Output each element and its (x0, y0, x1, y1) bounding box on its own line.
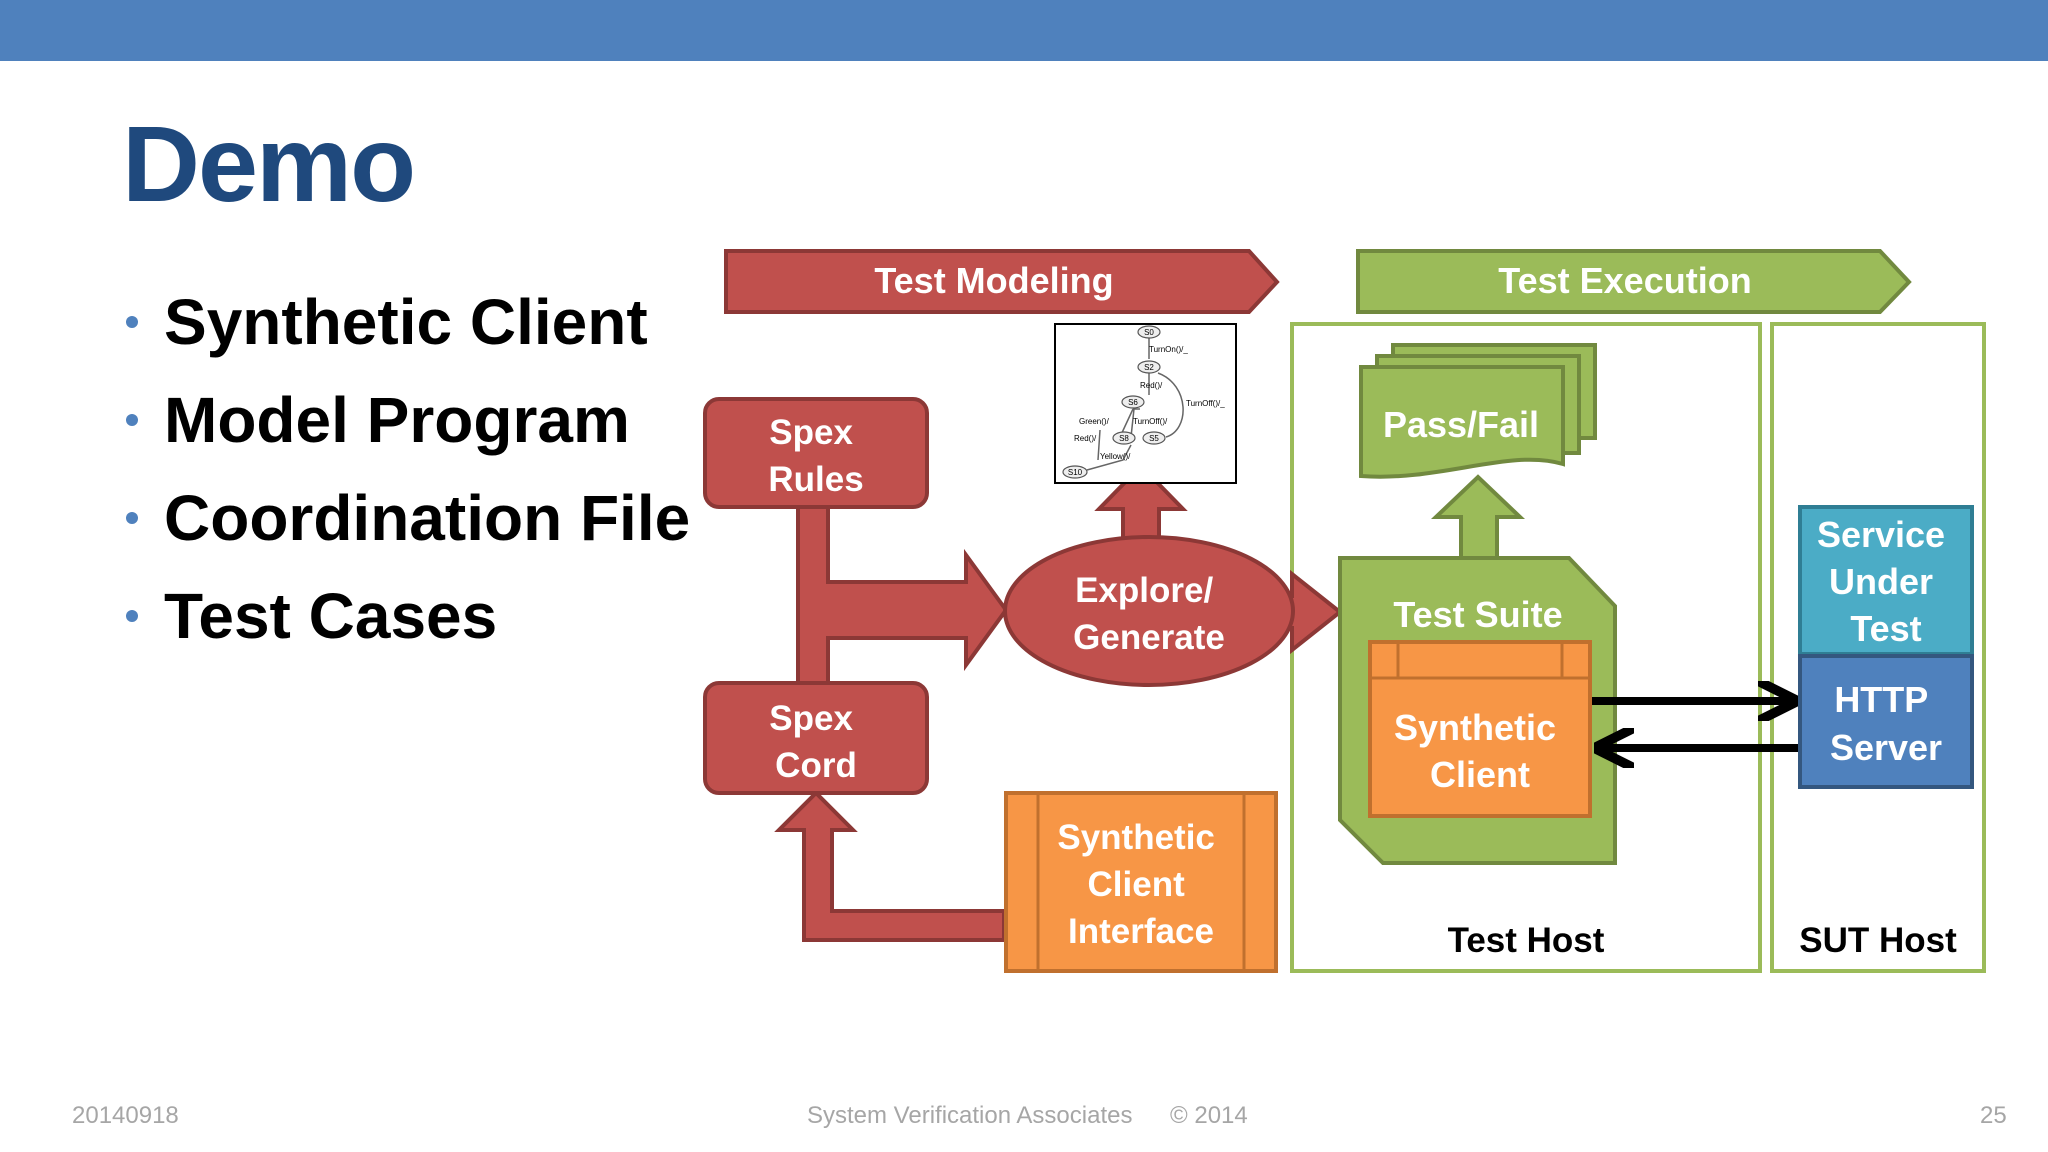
synthetic-client-interface-label: Synthetic Client Interface (1057, 818, 1224, 951)
service-under-test-box (1798, 505, 1974, 656)
bullet-item: Synthetic Client (122, 282, 690, 380)
fsm-transition: TurnOff()/ (1133, 417, 1168, 426)
fsm-state: S0 (1144, 328, 1154, 337)
top-accent-bar (0, 0, 2048, 61)
synthetic-client-interface-box (1004, 791, 1278, 973)
footer-date: 20140918 (72, 1102, 179, 1129)
fsm-transition: Yellow()/ (1100, 452, 1131, 461)
interface-feedback-arrow (774, 790, 1006, 942)
test-execution-banner (1356, 249, 1912, 314)
http-server-label: HTTP Server (1830, 679, 1942, 768)
test-modeling-label: Test Modeling (874, 260, 1113, 301)
fsm-state: S8 (1119, 434, 1129, 443)
explore-generate-node (1003, 535, 1295, 687)
suite-to-passfail-arrow (1431, 474, 1525, 560)
fsm-state: S10 (1068, 468, 1083, 477)
fsm-transition: Green()/ (1079, 417, 1110, 426)
fsm-transition: TurnOff()/_ (1186, 399, 1225, 408)
test-modeling-banner (724, 249, 1280, 314)
sut-host-frame (1770, 322, 1986, 973)
fsm-state: S6 (1128, 398, 1138, 407)
fsm-transition: TurnOn()/_ (1149, 345, 1188, 354)
footer-company: System Verification Associates (807, 1102, 1133, 1129)
bullet-list: Synthetic Client Model Program Coordinat… (122, 282, 690, 674)
slide-title: Demo (122, 103, 416, 224)
spex-rules-label: Spex Rules (768, 413, 863, 499)
spex-cord-box (703, 681, 929, 795)
sut-host-label: SUT Host (1799, 921, 1957, 960)
explore-generate-label: Explore/ Generate (1073, 571, 1225, 657)
bullet-item: Coordination File (122, 478, 690, 576)
bullet-dot-icon (126, 316, 138, 328)
footer-copyright: © 2014 (1170, 1102, 1248, 1129)
bullet-dot-icon (126, 610, 138, 622)
spex-rules-box (703, 397, 929, 509)
synthetic-client-box (1368, 640, 1592, 818)
bullet-item: Test Cases (122, 576, 690, 674)
service-under-test-label: Service Under Test (1817, 514, 1955, 649)
pass-fail-documents (1359, 343, 1597, 479)
synthetic-client-label: Synthetic Client (1394, 707, 1566, 795)
bullet-item: Model Program (122, 380, 690, 478)
state-machine-thumbnail: S0 S2 S6 S8 S5 S10 TurnOn()/_ Red()/ Tur… (1054, 323, 1237, 484)
bullet-dot-icon (126, 512, 138, 524)
pass-fail-label: Pass/Fail (1383, 404, 1539, 445)
fsm-transition: Red()/ (1140, 381, 1163, 390)
bullet-dot-icon (126, 414, 138, 426)
test-execution-label: Test Execution (1498, 260, 1751, 301)
test-host-label: Test Host (1448, 921, 1605, 960)
fsm-transition: Red()/ (1074, 434, 1097, 443)
http-server-box (1798, 654, 1974, 789)
spex-cord-label: Spex Cord (769, 699, 862, 785)
footer-page-number: 25 (1980, 1102, 2007, 1129)
fsm-state: S5 (1149, 434, 1159, 443)
fsm-state: S2 (1144, 363, 1154, 372)
test-suite-label: Test Suite (1393, 594, 1562, 635)
spex-connector-arrow (796, 504, 1009, 686)
